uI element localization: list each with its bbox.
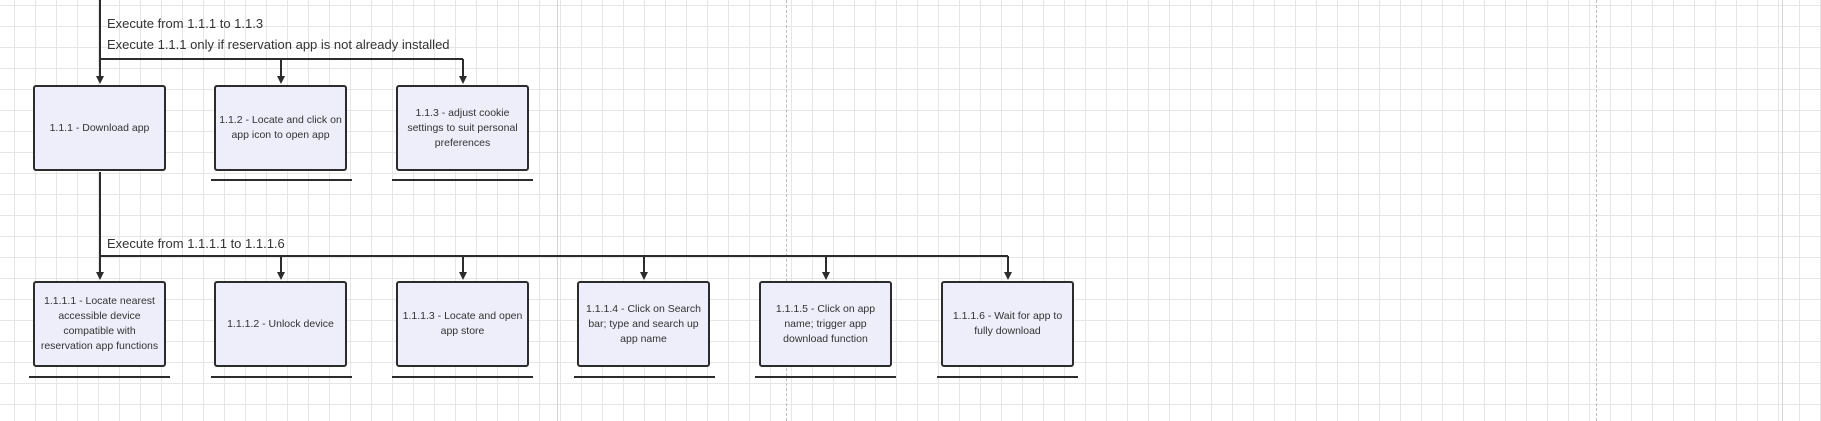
- node-1-1-1-5-trigger-download[interactable]: 1.1.1.5 - Click on app name; trigger app…: [759, 281, 892, 367]
- node-1-1-3-cookie-settings[interactable]: 1.1.3 - adjust cookie settings to suit p…: [396, 85, 529, 171]
- grid-divider: [1782, 0, 1783, 421]
- node-underline: [392, 179, 533, 181]
- page-boundary-dashed: [786, 0, 787, 421]
- node-1-1-1-download-app[interactable]: 1.1.1 - Download app: [33, 85, 166, 171]
- node-underline: [211, 179, 352, 181]
- node-1-1-1-6-wait-download[interactable]: 1.1.1.6 - Wait for app to fully download: [941, 281, 1074, 367]
- caption-sub-range: Execute from 1.1.1.1 to 1.1.1.6: [107, 236, 285, 251]
- node-1-1-1-3-open-app-store[interactable]: 1.1.1.3 - Locate and open app store: [396, 281, 529, 367]
- page-boundary-dashed: [1596, 0, 1597, 421]
- node-1-1-1-2-unlock-device[interactable]: 1.1.1.2 - Unlock device: [214, 281, 347, 367]
- node-1-1-1-1-locate-device[interactable]: 1.1.1.1 - Locate nearest accessible devi…: [33, 281, 166, 367]
- node-underline: [29, 376, 170, 378]
- caption-top-range: Execute from 1.1.1 to 1.1.3: [107, 16, 264, 31]
- node-underline: [392, 376, 533, 378]
- node-underline: [211, 376, 352, 378]
- node-1-1-1-4-search-app[interactable]: 1.1.1.4 - Click on Search bar; type and …: [577, 281, 710, 367]
- node-underline: [755, 376, 896, 378]
- node-underline: [574, 376, 715, 378]
- node-underline: [937, 376, 1078, 378]
- caption-top-condition: Execute 1.1.1 only if reservation app is…: [107, 37, 450, 52]
- grid-divider: [557, 0, 558, 421]
- node-1-1-2-open-app[interactable]: 1.1.2 - Locate and click on app icon to …: [214, 85, 347, 171]
